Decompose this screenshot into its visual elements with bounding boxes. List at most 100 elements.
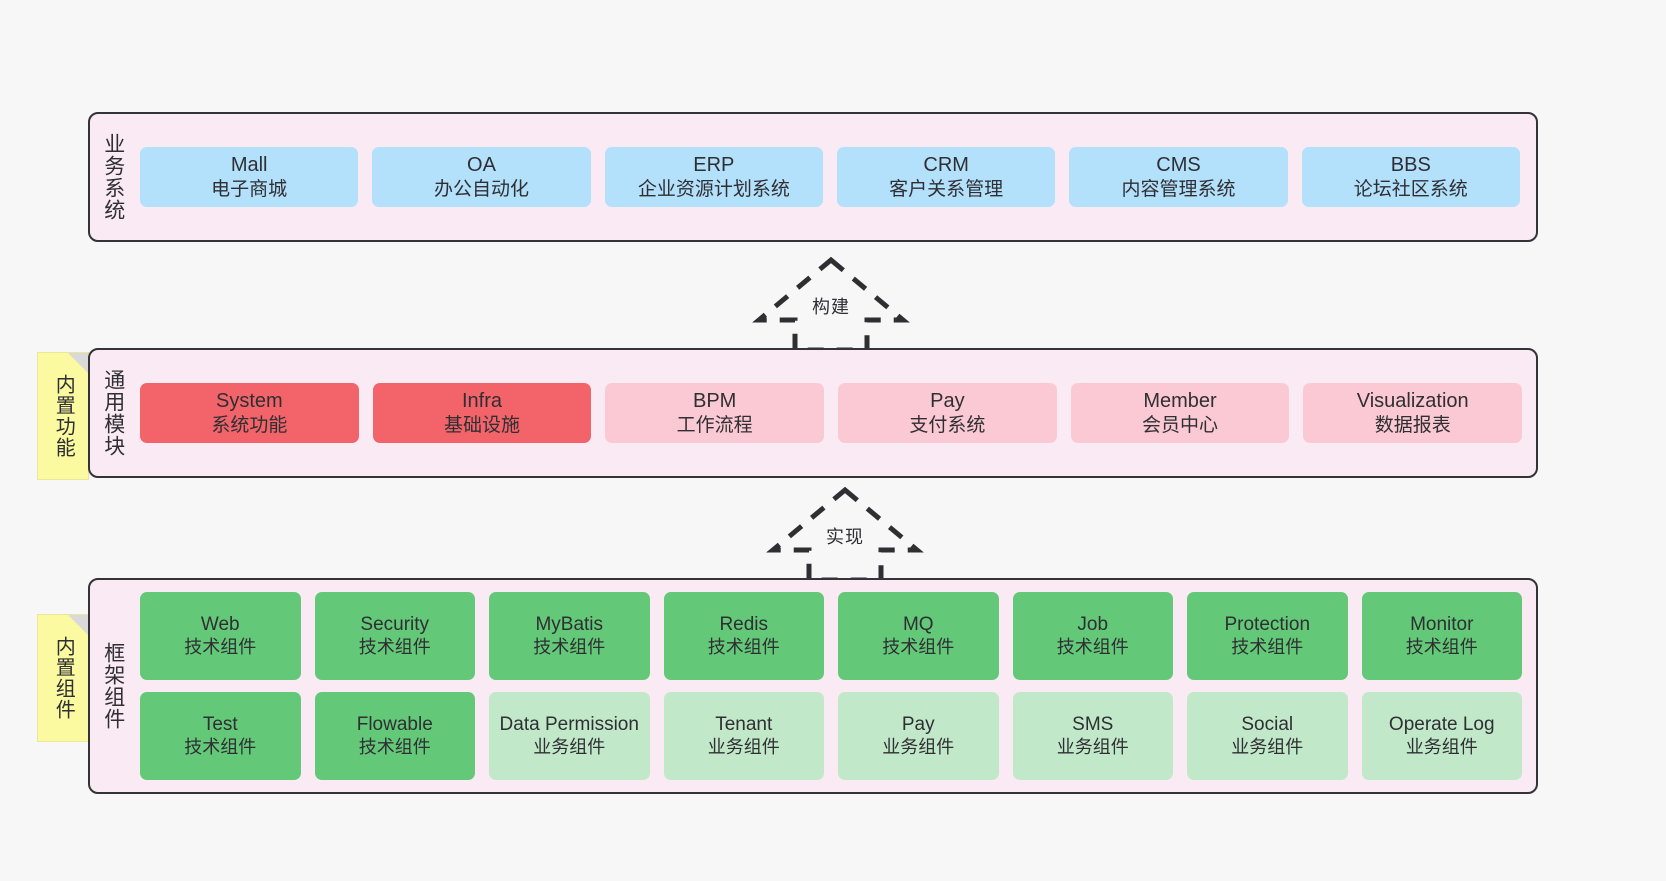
layer-framework-components: 框架组件 Web 技术组件 Security 技术组件 MyBatis 技术组件… (88, 578, 1538, 794)
module-cn-label: 基础设施 (444, 414, 521, 436)
module-cn-label: 技术组件 (707, 636, 780, 657)
module-en-label: Test (202, 714, 238, 736)
module-box-monitor[interactable]: Monitor 技术组件 (1361, 592, 1522, 680)
module-box-job[interactable]: Job 技术组件 (1012, 592, 1173, 680)
module-en-label: Member (1143, 390, 1217, 413)
module-cn-label: 内容管理系统 (1121, 178, 1236, 200)
module-en-label: MyBatis (535, 614, 604, 636)
module-cn-label: 技术组件 (533, 636, 606, 657)
module-box-erp[interactable]: ERP 企业资源计划系统 (604, 147, 823, 207)
module-box-cms[interactable]: CMS 内容管理系统 (1069, 147, 1288, 207)
page-fold-icon (68, 353, 88, 373)
module-en-label: Protection (1224, 614, 1311, 636)
module-box-bbs[interactable]: BBS 论坛社区系统 (1301, 147, 1520, 207)
module-en-label: System (215, 390, 283, 413)
module-en-label: Social (1241, 714, 1294, 736)
module-box-tenant[interactable]: Tenant 业务组件 (663, 692, 824, 780)
module-box-protection[interactable]: Protection 技术组件 (1187, 592, 1348, 680)
module-cn-label: 业务组件 (1056, 736, 1129, 757)
module-en-label: Pay (901, 714, 935, 736)
module-cn-label: 数据报表 (1374, 414, 1451, 436)
module-en-label: BBS (1390, 154, 1431, 177)
frame-row-technical: Web 技术组件 Security 技术组件 MyBatis 技术组件 Redi… (140, 592, 1522, 680)
module-en-label: OA (467, 154, 496, 177)
module-box-bpm[interactable]: BPM 工作流程 (605, 383, 825, 443)
module-cn-label: 客户关系管理 (889, 178, 1004, 200)
module-cn-label: 技术组件 (882, 636, 955, 657)
module-box-system[interactable]: System 系统功能 (140, 383, 359, 443)
module-box-pay[interactable]: Pay 支付系统 (838, 383, 1057, 443)
module-cn-label: 技术组件 (1056, 636, 1129, 657)
layer-title-frame: 框架组件 (101, 642, 125, 730)
module-box-oa[interactable]: OA 办公自动化 (372, 147, 591, 207)
layer-title-common: 通用模块 (101, 369, 125, 457)
module-cn-label: 技术组件 (1405, 636, 1478, 657)
module-box-data-permission[interactable]: Data Permission 业务组件 (489, 692, 650, 780)
module-cn-label: 技术组件 (358, 636, 431, 657)
arrow-build-label: 构建 (809, 292, 853, 320)
module-cn-label: 电子商城 (211, 178, 288, 200)
module-cn-label: 业务组件 (533, 736, 606, 757)
module-en-label: CRM (923, 154, 969, 177)
module-en-label: Monitor (1410, 614, 1474, 636)
layer-body-frame: Web 技术组件 Security 技术组件 MyBatis 技术组件 Redi… (136, 580, 1536, 792)
module-en-label: BPM (693, 390, 737, 413)
module-en-label: Job (1077, 614, 1109, 636)
module-box-operate-log[interactable]: Operate Log 业务组件 (1361, 692, 1522, 780)
module-box-security[interactable]: Security 技术组件 (314, 592, 475, 680)
note-label: 内置组件 (52, 636, 75, 720)
layer-title-business: 业务系统 (101, 133, 125, 221)
note-builtin-function: 内置功能 (37, 352, 89, 480)
module-box-mybatis[interactable]: MyBatis 技术组件 (489, 592, 650, 680)
module-box-crm[interactable]: CRM 客户关系管理 (836, 147, 1056, 207)
module-box-mall[interactable]: Mall 电子商城 (140, 147, 359, 207)
module-en-label: Operate Log (1388, 714, 1495, 736)
layer-body-business: Mall 电子商城 OA 办公自动化 ERP 企业资源计划系统 CRM 客户关系… (136, 114, 1536, 240)
module-cn-label: 系统功能 (211, 414, 288, 436)
page-fold-icon (68, 615, 88, 635)
module-box-infra[interactable]: Infra 基础设施 (372, 383, 592, 443)
module-cn-label: 业务组件 (707, 736, 780, 757)
module-cn-label: 技术组件 (1231, 636, 1304, 657)
module-en-label: ERP (693, 154, 735, 177)
module-box-test[interactable]: Test 技术组件 (140, 692, 301, 780)
module-cn-label: 技术组件 (358, 736, 431, 757)
module-cn-label: 业务组件 (1405, 736, 1478, 757)
module-cn-label: 业务组件 (1231, 736, 1304, 757)
module-en-label: SMS (1072, 714, 1114, 736)
module-en-label: Infra (461, 390, 503, 413)
module-en-label: Mall (230, 154, 268, 177)
module-en-label: Redis (719, 614, 769, 636)
arrow-implement: 实现 (766, 486, 924, 583)
module-en-label: CMS (1156, 154, 1201, 177)
module-en-label: Web (200, 614, 240, 636)
note-label: 内置功能 (52, 374, 75, 458)
module-cn-label: 工作流程 (676, 414, 753, 436)
module-box-pay-business[interactable]: Pay 业务组件 (838, 692, 999, 780)
module-en-label: Data Permission (499, 714, 639, 736)
layer-common-modules: 通用模块 System 系统功能 Infra 基础设施 BPM 工作流程 Pay… (88, 348, 1538, 478)
module-cn-label: 办公自动化 (433, 178, 529, 200)
module-cn-label: 支付系统 (909, 414, 986, 436)
module-box-member[interactable]: Member 会员中心 (1070, 383, 1290, 443)
module-en-label: Flowable (356, 714, 433, 736)
module-box-social[interactable]: Social 业务组件 (1187, 692, 1348, 780)
module-box-flowable[interactable]: Flowable 技术组件 (314, 692, 475, 780)
module-box-sms[interactable]: SMS 业务组件 (1012, 692, 1173, 780)
arrow-implement-label: 实现 (823, 522, 867, 550)
layer-business-system: 业务系统 Mall 电子商城 OA 办公自动化 ERP 企业资源计划系统 CRM… (88, 112, 1538, 242)
module-en-label: Tenant (715, 714, 773, 736)
module-en-label: Security (360, 614, 430, 636)
module-box-redis[interactable]: Redis 技术组件 (663, 592, 824, 680)
module-en-label: Pay (930, 390, 965, 413)
module-cn-label: 企业资源计划系统 (637, 178, 790, 200)
module-box-web[interactable]: Web 技术组件 (140, 592, 301, 680)
module-box-mq[interactable]: MQ 技术组件 (838, 592, 999, 680)
module-cn-label: 技术组件 (184, 736, 257, 757)
frame-row-business: Test 技术组件 Flowable 技术组件 Data Permission … (140, 692, 1522, 780)
module-cn-label: 会员中心 (1142, 414, 1219, 436)
module-box-visualization[interactable]: Visualization 数据报表 (1303, 383, 1523, 443)
layer-body-common: System 系统功能 Infra 基础设施 BPM 工作流程 Pay 支付系统… (136, 350, 1536, 476)
module-cn-label: 技术组件 (184, 636, 257, 657)
